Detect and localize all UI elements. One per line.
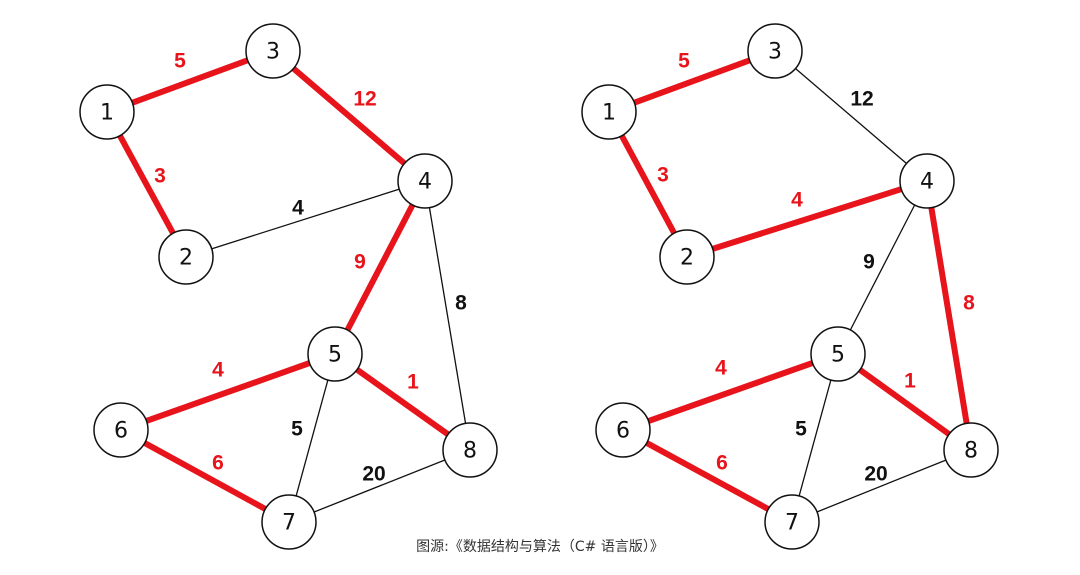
node-label-5: 5: [831, 343, 845, 368]
edge-weight-1-3: 5: [174, 50, 186, 73]
edge-weight-3-4: 12: [353, 88, 376, 111]
edge-weight-7-8: 20: [864, 463, 887, 486]
node-label-1: 1: [602, 101, 616, 126]
edge-weight-2-4: 4: [292, 197, 304, 220]
edge-weight-4-5: 9: [863, 251, 875, 274]
node-label-5: 5: [328, 343, 342, 368]
node-label-8: 8: [463, 439, 477, 464]
node-label-8: 8: [964, 439, 978, 464]
edge-weight-6-7: 6: [716, 452, 728, 475]
node-2: [158, 229, 214, 285]
node-label-4: 4: [418, 170, 432, 195]
edge-weight-4-8: 8: [455, 292, 467, 315]
edge-5-6: [119, 351, 337, 433]
edge-5-7: [791, 353, 839, 523]
edge-4-5: [837, 180, 928, 355]
node-7: [261, 494, 317, 550]
node-7: [764, 494, 820, 550]
source-caption: 图源:《数据结构与算法（C# 语言版）》: [416, 539, 664, 555]
edge-weight-1-2: 3: [154, 165, 166, 188]
edge-weight-3-4: 12: [850, 88, 873, 111]
edge-weight-1-3: 5: [678, 50, 690, 73]
node-label-2: 2: [680, 246, 694, 271]
node-1: [581, 84, 637, 140]
edge-7-8: [288, 449, 471, 523]
edge-weight-2-4: 4: [791, 189, 803, 212]
edge-weight-1-2: 3: [657, 164, 669, 187]
edge-weight-7-8: 20: [362, 463, 385, 486]
edge-3-4: [774, 50, 928, 182]
node-6: [93, 402, 149, 458]
node-label-3: 3: [768, 40, 782, 65]
edge-weight-5-6: 4: [715, 357, 727, 380]
edge-6-7: [621, 427, 794, 525]
edge-weight-5-7: 5: [795, 418, 807, 441]
edge-3-4: [271, 48, 427, 184]
node-label-1: 1: [100, 101, 114, 126]
node-label-7: 7: [785, 511, 799, 536]
node-2: [659, 229, 715, 285]
node-5: [307, 326, 363, 382]
node-label-7: 7: [282, 511, 296, 536]
node-label-4: 4: [920, 170, 934, 195]
node-4: [397, 153, 453, 209]
node-1: [79, 84, 135, 140]
edge-1-3: [607, 48, 777, 115]
node-label-2: 2: [179, 246, 193, 271]
edge-6-7: [119, 427, 291, 525]
edge-4-8: [424, 180, 471, 451]
edge-2-4: [686, 178, 928, 260]
edge-weight-4-5: 9: [354, 251, 366, 274]
node-label-6: 6: [616, 419, 630, 444]
edge-5-6: [622, 351, 839, 433]
edge-4-8: [924, 180, 974, 451]
edge-weight-5-8: 1: [407, 371, 419, 394]
edge-7-8: [791, 449, 972, 523]
edge-weight-5-7: 5: [291, 418, 303, 441]
node-label-6: 6: [114, 419, 128, 444]
edge-weight-6-7: 6: [212, 452, 224, 475]
edge-weight-4-8: 8: [963, 292, 975, 315]
edge-weight-5-8: 1: [904, 370, 916, 393]
edge-5-7: [288, 353, 336, 523]
node-3: [747, 23, 803, 79]
edge-2-4: [185, 180, 426, 258]
edge-4-5: [332, 179, 428, 356]
edge-weight-5-6: 4: [212, 359, 224, 382]
node-6: [595, 402, 651, 458]
edge-1-3: [105, 48, 275, 115]
node-4: [899, 153, 955, 209]
node-3: [245, 23, 301, 79]
node-8: [442, 422, 498, 478]
node-label-3: 3: [266, 40, 280, 65]
node-8: [943, 422, 999, 478]
node-5: [810, 326, 866, 382]
